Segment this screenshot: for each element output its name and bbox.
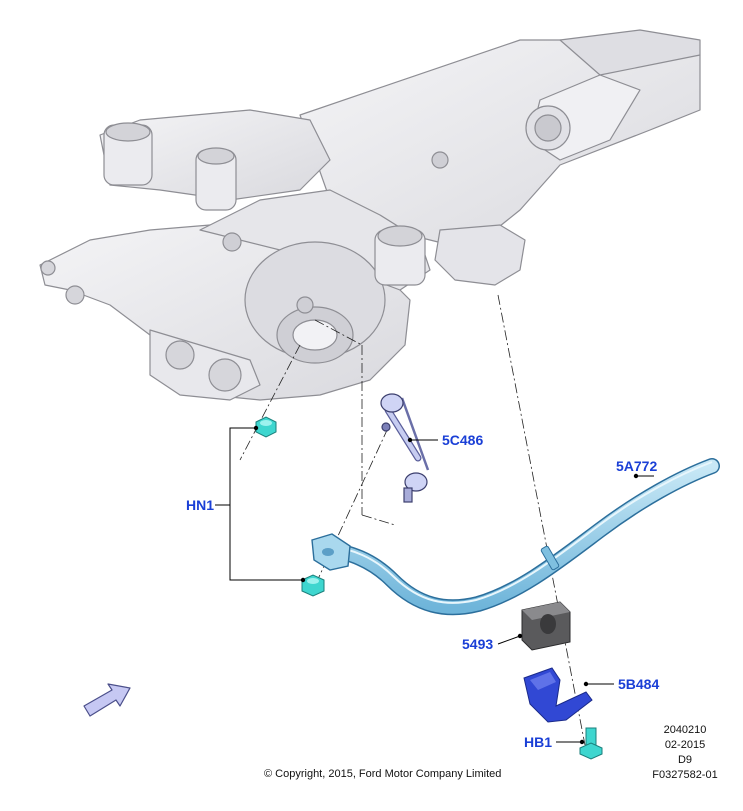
nut-upper	[255, 416, 277, 438]
leader-lines	[215, 427, 654, 743]
rear-subframe-assembly	[39, 29, 701, 401]
figure-id: F0327582-01	[652, 769, 718, 781]
callout-hn1: HN1	[186, 497, 215, 513]
callout-hb1: HB1	[524, 734, 553, 750]
doc-date: 02-2015	[664, 739, 706, 751]
nut-lower	[301, 574, 325, 597]
stabilizer-bar	[311, 458, 720, 616]
copyright-text: © Copyright, 2015, Ford Motor Company Li…	[264, 768, 502, 780]
front-arrow-icon	[83, 683, 131, 717]
callout-5c486: 5C486	[442, 432, 484, 448]
bushing-bracket	[523, 667, 593, 723]
stabilizer-link	[380, 393, 430, 503]
bolt-hb1	[579, 727, 603, 760]
doc-variant: D9	[677, 754, 693, 766]
callout-5a772: 5A772	[616, 458, 658, 474]
doc-code: 2040210	[663, 724, 707, 736]
callout-5493: 5493	[462, 636, 494, 652]
stabilizer-bushing	[521, 601, 571, 651]
callout-5b484: 5B484	[618, 676, 660, 692]
leader-dots	[253, 425, 639, 745]
